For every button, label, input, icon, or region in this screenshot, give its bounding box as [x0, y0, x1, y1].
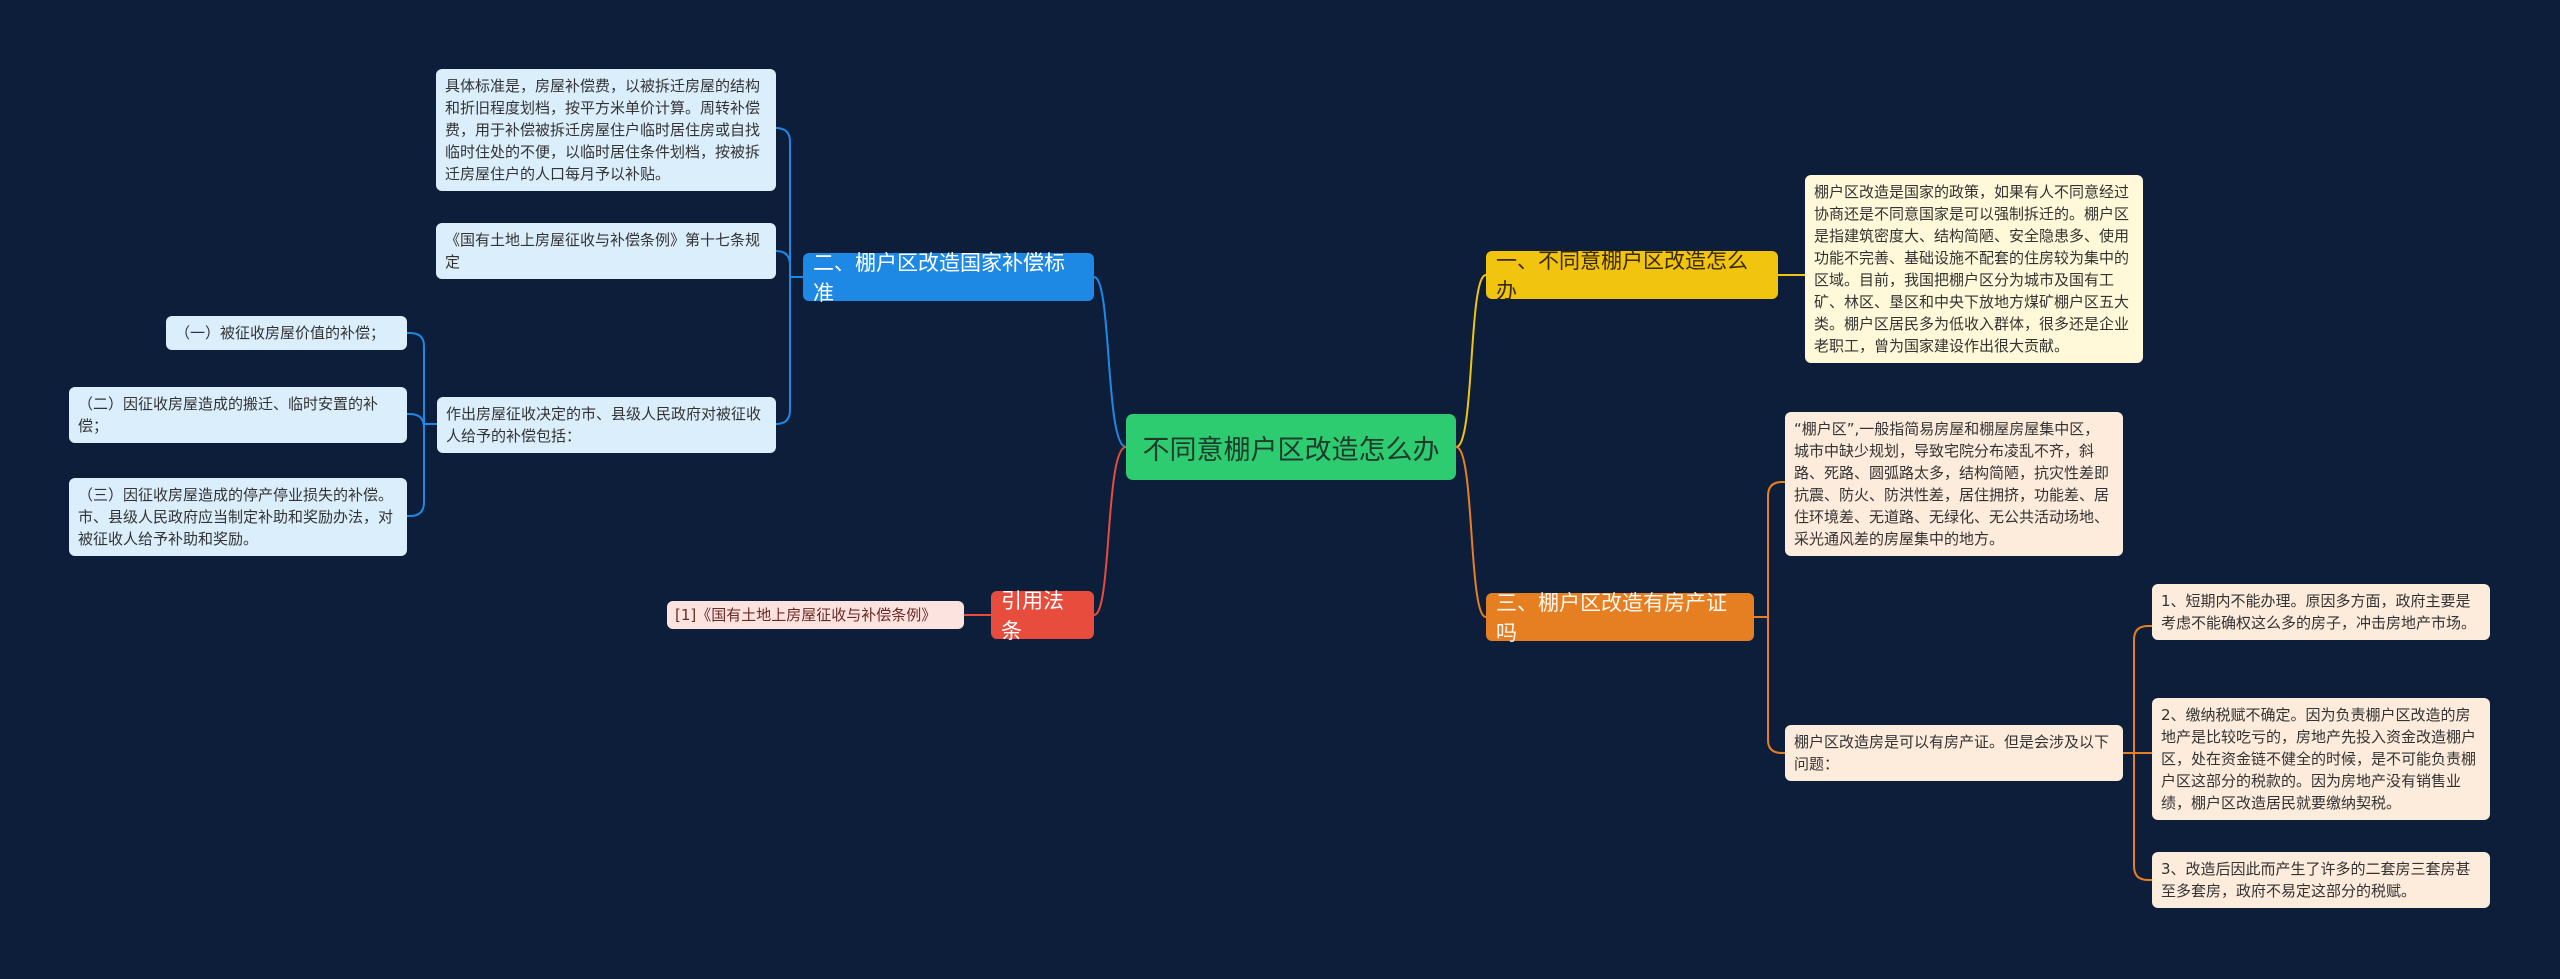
branch-cited-law[interactable]: 引用法条 — [991, 589, 1094, 643]
branch-certificate-label: 三、棚户区改造有房产证吗 — [1496, 591, 1727, 645]
leaf-item-2[interactable]: （二）因征收房屋造成的搬迁、临时安置的补偿； — [69, 387, 407, 443]
link-includes-item2 — [407, 413, 425, 429]
branch-oppose-label: 一、不同意棚户区改造怎么办 — [1496, 249, 1748, 303]
link-branch2-includes — [775, 277, 791, 425]
leaf-issue-1-text: 1、短期内不能办理。原因多方面，政府主要是考虑不能确权这么多的房子，冲击房地产市… — [2161, 592, 2477, 632]
leaf-item-1[interactable]: （一）被征收房屋价值的补偿； — [166, 316, 407, 350]
leaf-compensation-standard[interactable]: 具体标准是，房屋补偿费，以被拆迁房屋的结构和折旧程度划档，按平方米单价计算。周转… — [436, 69, 776, 191]
link-root-branch3 — [1455, 446, 1487, 618]
link-branch3-definition — [1754, 481, 1785, 618]
branch-cited-label: 引用法条 — [1001, 589, 1064, 643]
link-root-branch2 — [1093, 276, 1127, 448]
root-label: 不同意棚户区改造怎么办 — [1142, 434, 1440, 466]
leaf-includes-text: 作出房屋征收决定的市、县级人民政府对被征收人给予的补偿包括： — [446, 405, 762, 445]
leaf-item-3-text: （三）因征收房屋造成的停产停业损失的补偿。市、县级人民政府应当制定补助和奖励办法… — [78, 486, 394, 548]
leaf-regulation-text: 《国有土地上房屋征收与补偿条例》第十七条规定 — [445, 231, 761, 271]
branch-compensation-standard[interactable]: 二、棚户区改造国家补偿标准 — [803, 251, 1094, 305]
link-branch3-question — [1767, 617, 1785, 754]
leaf-standard-text: 具体标准是，房屋补偿费，以被拆迁房屋的结构和折旧程度划档，按平方米单价计算。周转… — [445, 77, 761, 183]
leaf-compensation-includes[interactable]: 作出房屋征收决定的市、县级人民政府对被征收人给予的补偿包括： — [437, 397, 776, 453]
link-includes-item3 — [407, 424, 425, 517]
branch-property-certificate[interactable]: 三、棚户区改造有房产证吗 — [1486, 591, 1754, 645]
leaf-question-text: 棚户区改造房是可以有房产证。但是会涉及以下问题： — [1794, 733, 2110, 773]
leaf-item-1-text: （一）被征收房屋价值的补偿； — [175, 324, 386, 342]
link-branch2-standard — [775, 127, 803, 278]
root-node[interactable]: 不同意棚户区改造怎么办 — [1126, 414, 1456, 480]
leaf-certificate-question[interactable]: 棚户区改造房是可以有房产证。但是会涉及以下问题： — [1785, 725, 2123, 781]
link-root-branch1 — [1455, 274, 1487, 448]
link-question-issue1 — [2123, 625, 2152, 754]
link-includes-item1 — [407, 332, 437, 425]
leaf-policy-text: 棚户区改造是国家的政策，如果有人不同意经过协商还是不同意国家是可以强制拆迁的。棚… — [1814, 183, 2130, 355]
leaf-definition-text: “棚户区”,一般指简易房屋和棚屋房屋集中区，城市中缺少规划，导致宅院分布凌乱不齐… — [1794, 420, 2110, 548]
leaf-cited-text: [1]《国有土地上房屋征收与补偿条例》 — [675, 606, 937, 624]
link-branch2-regulation — [775, 250, 791, 277]
branch-oppose-reconstruction[interactable]: 一、不同意棚户区改造怎么办 — [1486, 249, 1778, 303]
leaf-issue-3[interactable]: 3、改造后因此而产生了许多的二套房三套房甚至多套房，政府不易定这部分的税赋。 — [2152, 852, 2490, 908]
leaf-item-3[interactable]: （三）因征收房屋造成的停产停业损失的补偿。市、县级人民政府应当制定补助和奖励办法… — [69, 478, 407, 556]
leaf-issue-2-text: 2、缴纳税赋不确定。因为负责棚户区改造的房地产是比较吃亏的，房地产先投入资金改造… — [2161, 706, 2477, 812]
leaf-policy-explanation[interactable]: 棚户区改造是国家的政策，如果有人不同意经过协商还是不同意国家是可以强制拆迁的。棚… — [1805, 175, 2143, 363]
leaf-regulation-article[interactable]: 《国有土地上房屋征收与补偿条例》第十七条规定 — [436, 223, 776, 279]
link-question-issue3 — [2133, 753, 2152, 881]
leaf-issue-1[interactable]: 1、短期内不能办理。原因多方面，政府主要是考虑不能确权这么多的房子，冲击房地产市… — [2152, 584, 2490, 640]
leaf-issue-2[interactable]: 2、缴纳税赋不确定。因为负责棚户区改造的房地产是比较吃亏的，房地产先投入资金改造… — [2152, 698, 2490, 820]
leaf-shantytown-definition[interactable]: “棚户区”,一般指简易房屋和棚屋房屋集中区，城市中缺少规划，导致宅院分布凌乱不齐… — [1785, 412, 2123, 556]
leaf-cited-regulation[interactable]: [1]《国有土地上房屋征收与补偿条例》 — [667, 601, 964, 629]
branch-compensation-label: 二、棚户区改造国家补偿标准 — [813, 251, 1065, 305]
leaf-issue-3-text: 3、改造后因此而产生了许多的二套房三套房甚至多套房，政府不易定这部分的税赋。 — [2161, 860, 2471, 900]
leaf-item-2-text: （二）因征收房屋造成的搬迁、临时安置的补偿； — [78, 395, 379, 435]
link-root-ref — [1093, 446, 1127, 616]
